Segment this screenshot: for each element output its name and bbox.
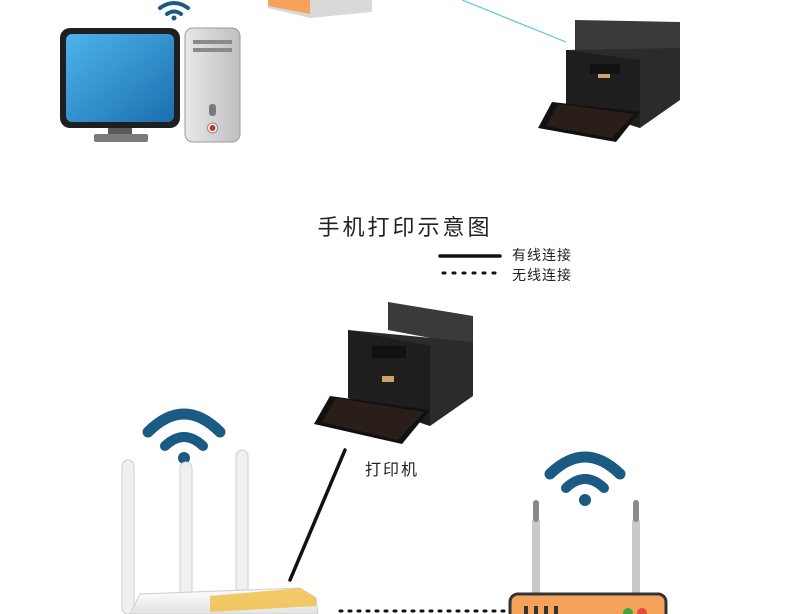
wifi-icon [148, 414, 220, 464]
wired-line-top [462, 0, 566, 42]
wifi-icon [160, 3, 188, 21]
legend-wireless-label: 无线连接 [512, 265, 572, 285]
desktop-computer-icon [60, 28, 240, 142]
wifi-icon [550, 457, 620, 506]
printer-label: 打印机 [365, 456, 419, 480]
router-icon [122, 450, 318, 614]
router-top-partial-icon [268, 0, 372, 18]
printer-icon [314, 302, 473, 444]
printer-icon-top [538, 20, 680, 142]
router-icon [510, 500, 666, 614]
legend-wired-label: 有线连接 [512, 245, 572, 265]
diagram-title: 手机打印示意图 [300, 210, 510, 242]
wired-line [290, 450, 345, 580]
